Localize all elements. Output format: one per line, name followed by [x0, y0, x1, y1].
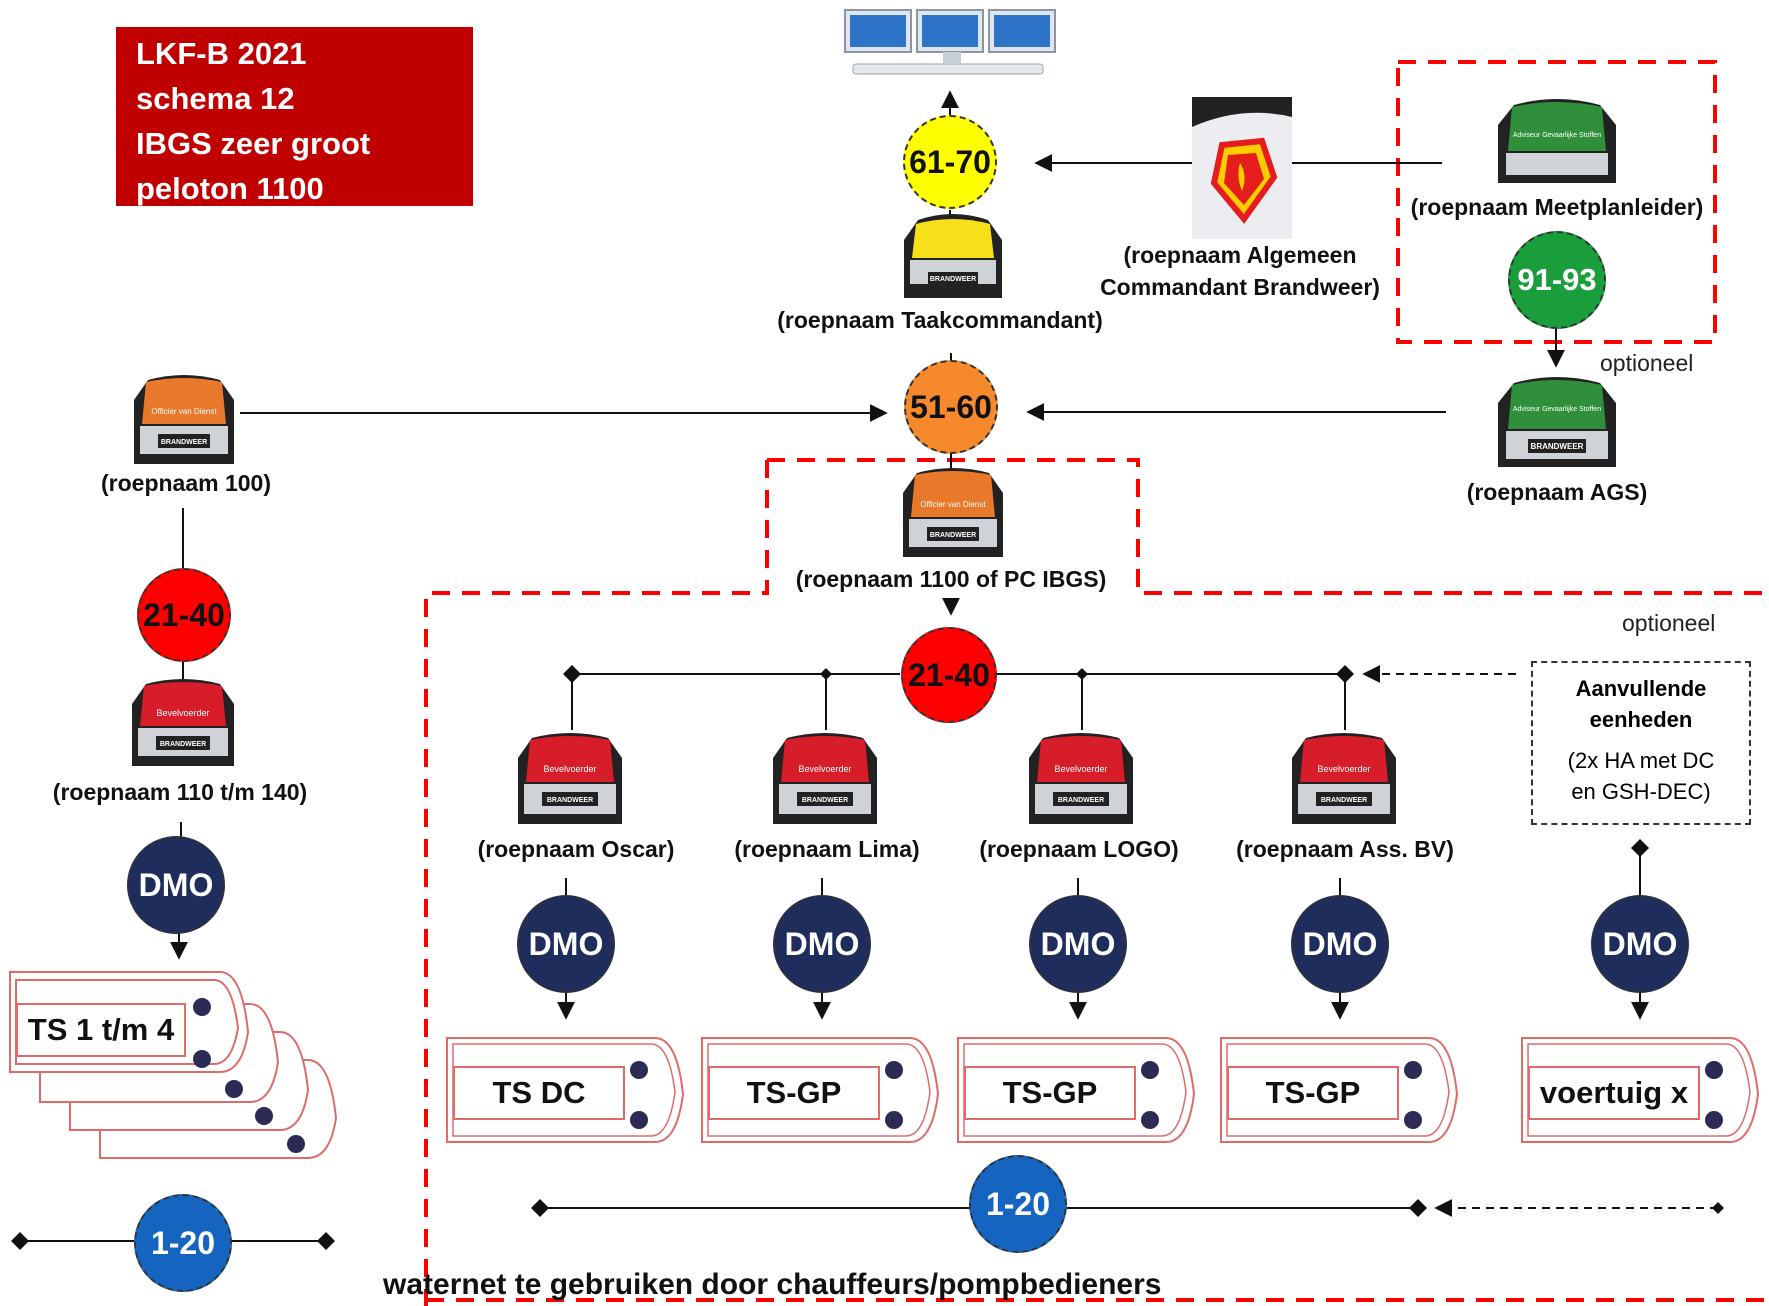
vest-brand-text-ags: BRANDWEER	[1531, 442, 1584, 451]
vest-icon-logo: Bevelvoerder BRANDWEER	[1029, 733, 1133, 824]
vest-red-text-assbv: Bevelvoerder	[1317, 764, 1370, 774]
label-lima: (roepnaam Lima)	[734, 836, 920, 862]
vest-icon-taakcommandant: BRANDWEER	[904, 214, 1002, 298]
truck-1-label: TS DC	[453, 1066, 625, 1120]
fire-truck-icon-stack	[9, 971, 338, 1159]
dmo-assbv-label: DMO	[1302, 925, 1378, 962]
vest-brand-text-oscar: BRANDWEER	[547, 797, 593, 804]
vest-green-text-ags: Adviseur Gevaarlijke Stoffen	[1513, 406, 1601, 413]
dmo-logo-label: DMO	[1040, 925, 1116, 962]
label-optioneel-top: optioneel	[1600, 350, 1694, 376]
vest-brand-text-100: BRANDWEER	[161, 439, 207, 446]
vest-brand-text: BRANDWEER	[930, 276, 976, 283]
label-meetplanleider: (roepnaam Meetplanleider)	[1410, 194, 1704, 220]
vest-red-text-logo: Bevelvoerder	[1054, 764, 1107, 774]
dmo-oscar-circle: DMO	[517, 895, 615, 993]
title-line-4: peloton 1100	[136, 171, 324, 206]
channel-61-70-label: 61-70	[909, 143, 991, 180]
frame-ibgs	[424, 458, 1769, 1306]
vest-brand-text-logo: BRANDWEER	[1058, 797, 1104, 804]
dmo-extra-label: DMO	[1602, 925, 1678, 962]
vest-brand-text-assbv: BRANDWEER	[1321, 797, 1367, 804]
channel-21-40-center-label: 21-40	[908, 656, 990, 693]
brandweer-badge-icon	[1192, 97, 1292, 239]
dmo-lima-label: DMO	[784, 925, 860, 962]
channel-51-60-label: 51-60	[910, 388, 992, 425]
channel-1-20-left-circle: 1-20	[134, 1194, 232, 1292]
aanvullende-title-2: eenheden	[1589, 707, 1693, 732]
dmo-left-circle: DMO	[127, 836, 225, 934]
vest-icon-100: Officier van Dienst BRANDWEER	[134, 375, 234, 464]
label-optioneel-right: optioneel	[1622, 610, 1716, 636]
computer-monitors-icon	[844, 9, 1056, 75]
vest-brand-text-lima: BRANDWEER	[802, 797, 848, 804]
dmo-left-label: DMO	[138, 866, 214, 903]
aanvullende-sub-1: (2x HA met DC	[1567, 748, 1715, 773]
channel-1-20-left-label: 1-20	[150, 1224, 216, 1261]
channel-1-20-center-label: 1-20	[985, 1185, 1051, 1222]
vest-orange-text-1100: Officier van Dienst	[920, 500, 986, 509]
title-box: LKF-B 2021 schema 12 IBGS zeer groot pel…	[116, 27, 473, 206]
label-algemeen-commandant: (roepnaam Algemeen Commandant Brandweer)	[1100, 239, 1380, 303]
label-110: (roepnaam 110 t/m 140)	[52, 779, 308, 805]
vest-orange-text-100: Officier van Dienst	[151, 407, 217, 416]
label-algemeen-line-1: (roepnaam Algemeen	[1123, 242, 1357, 268]
vest-icon-assbv: Bevelvoerder BRANDWEER	[1292, 733, 1396, 824]
dmo-extra-circle: DMO	[1591, 895, 1689, 993]
truck-4-label: TS-GP	[1227, 1066, 1399, 1120]
dmo-logo-circle: DMO	[1029, 895, 1127, 993]
label-ags: (roepnaam AGS)	[1466, 479, 1648, 505]
truck-left-label: TS 1 t/m 4	[16, 1003, 186, 1057]
vest-red-text-110: Bevelvoerder	[156, 708, 209, 718]
vest-red-text-lima: Bevelvoerder	[798, 764, 851, 774]
channel-1-20-center-circle: 1-20	[969, 1155, 1067, 1253]
frame-meetplanleider	[1396, 60, 1717, 344]
channel-91-93-circle: 91-93	[1508, 231, 1606, 329]
channel-51-60-circle: 51-60	[904, 360, 998, 454]
channel-91-93-label: 91-93	[1517, 262, 1597, 297]
vest-icon-meetplanleider: Adviseur Gevaarlijke Stoffen	[1498, 99, 1616, 183]
truck-5-label: voertuig x	[1528, 1066, 1700, 1120]
label-1100: (roepnaam 1100 of PC IBGS)	[795, 566, 1107, 592]
vest-red-text-oscar: Bevelvoerder	[543, 764, 596, 774]
label-taakcommandant: (roepnaam Taakcommandant)	[777, 307, 1103, 333]
truck-3-label: TS-GP	[964, 1066, 1136, 1120]
footer-text: waternet te gebruiken door chauffeurs/po…	[383, 1268, 1162, 1301]
label-algemeen-line-2: Commandant Brandweer)	[1100, 274, 1380, 300]
vest-green-text: Adviseur Gevaarlijke Stoffen	[1513, 132, 1601, 139]
dmo-oscar-label: DMO	[528, 925, 604, 962]
channel-21-40-center-circle: 21-40	[901, 627, 997, 723]
label-assbv: (roepnaam Ass. BV)	[1236, 836, 1454, 862]
vest-brand-text-1100: BRANDWEER	[930, 532, 976, 539]
aanvullende-sub-2: en GSH-DEC)	[1571, 779, 1711, 804]
dmo-assbv-circle: DMO	[1291, 895, 1389, 993]
channel-21-40-left-circle: 21-40	[137, 568, 231, 662]
channel-21-40-left-label: 21-40	[143, 596, 225, 633]
dmo-lima-circle: DMO	[773, 895, 871, 993]
label-oscar: (roepnaam Oscar)	[477, 836, 675, 862]
label-100: (roepnaam 100)	[100, 470, 272, 496]
vest-icon-1100: Officier van Dienst BRANDWEER	[903, 468, 1003, 557]
vest-icon-110: Bevelvoerder BRANDWEER	[132, 679, 234, 766]
vest-brand-text-110: BRANDWEER	[160, 741, 206, 748]
channel-61-70-circle: 61-70	[903, 115, 997, 209]
vest-icon-ags: Adviseur Gevaarlijke Stoffen BRANDWEER	[1498, 377, 1616, 467]
vest-icon-oscar: Bevelvoerder BRANDWEER	[518, 733, 622, 824]
title-line-3: IBGS zeer groot	[136, 126, 371, 161]
label-logo: (roepnaam LOGO)	[979, 836, 1179, 862]
title-line-2: schema 12	[136, 81, 295, 116]
truck-2-label: TS-GP	[708, 1066, 880, 1120]
aanvullende-eenheden-box: Aanvullende eenheden (2x HA met DC en GS…	[1531, 661, 1751, 825]
title-line-1: LKF-B 2021	[136, 36, 307, 71]
aanvullende-title-1: Aanvullende	[1575, 676, 1707, 701]
vest-icon-lima: Bevelvoerder BRANDWEER	[773, 733, 877, 824]
